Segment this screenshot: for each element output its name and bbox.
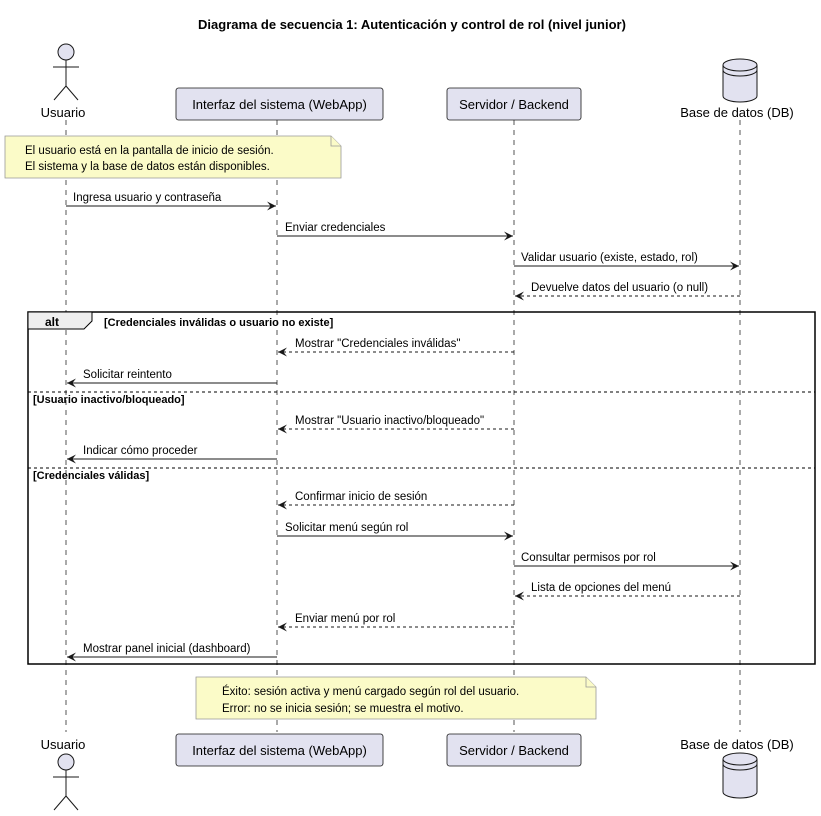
message: Solicitar reintento — [67, 369, 277, 388]
message-label: Devuelve datos del usuario (o null) — [531, 282, 708, 294]
message: Mostrar "Credenciales inválidas" — [278, 338, 514, 357]
participant-webapp-label: Interfaz del sistema (WebApp) — [192, 97, 367, 112]
message-label: Ingresa usuario y contraseña — [73, 192, 222, 204]
database-db-label: Base de datos (DB) — [680, 105, 793, 120]
messages-pre: Ingresa usuario y contraseña Enviar cred… — [66, 192, 740, 301]
message-label: Mostrar panel inicial (dashboard) — [83, 643, 251, 655]
note-outcome-line-2: Error: no se inicia sesión; se muestra e… — [222, 703, 464, 715]
note-precondition-line-2: El sistema y la base de datos están disp… — [25, 161, 270, 173]
alt-guard-2: [Usuario inactivo/bloqueado] — [33, 394, 185, 406]
message-label: Confirmar inicio de sesión — [295, 491, 427, 503]
message-label: Enviar credenciales — [285, 222, 386, 234]
message: Ingresa usuario y contraseña — [66, 192, 276, 211]
message-label: Enviar menú por rol — [295, 613, 395, 625]
message: Validar usuario (existe, estado, rol) — [514, 252, 739, 271]
actor-icon — [53, 43, 79, 101]
actor-usuario-bottom: Usuario — [41, 737, 86, 811]
participants-bottom: Usuario Interfaz del sistema (WebApp) Se… — [41, 733, 794, 811]
message: Solicitar menú según rol — [277, 522, 513, 541]
participant-backend-label: Servidor / Backend — [459, 743, 569, 758]
participant-backend-top: Servidor / Backend — [446, 87, 582, 121]
message-label: Mostrar "Credenciales inválidas" — [295, 338, 460, 350]
actor-usuario-top: Usuario — [41, 43, 86, 120]
participants-top: Usuario Interfaz del sistema (WebApp) Se… — [41, 43, 794, 121]
diagram-title: Diagrama de secuencia 1: Autenticación y… — [198, 17, 626, 32]
participant-webapp-top: Interfaz del sistema (WebApp) — [175, 87, 384, 121]
database-db-label: Base de datos (DB) — [680, 737, 793, 752]
alt-guard-1: [Credenciales inválidas o usuario no exi… — [104, 317, 334, 329]
message: Indicar cómo proceder — [67, 445, 277, 464]
message: Consultar permisos por rol — [514, 552, 739, 571]
alt-fragment: alt [Credenciales inválidas o usuario no… — [27, 311, 816, 665]
message-label: Lista de opciones del menú — [531, 582, 671, 594]
note-precondition-line-1: El usuario está en la pantalla de inicio… — [25, 145, 274, 157]
message-label: Validar usuario (existe, estado, rol) — [521, 252, 698, 264]
database-icon — [722, 752, 758, 799]
note-outcome: Éxito: sesión activa y menú cargado segú… — [195, 676, 597, 720]
note-precondition: El usuario está en la pantalla de inicio… — [4, 135, 342, 179]
message: Devuelve datos del usuario (o null) — [515, 282, 740, 301]
database-db-top: Base de datos (DB) — [680, 58, 794, 120]
database-icon — [722, 58, 758, 103]
participant-backend-bottom: Servidor / Backend — [446, 733, 582, 767]
message-label: Solicitar menú según rol — [285, 522, 408, 534]
message: Mostrar "Usuario inactivo/bloqueado" — [278, 415, 514, 434]
alt-guard-3: [Credenciales válidas] — [33, 470, 150, 482]
message: Enviar menú por rol — [278, 613, 514, 632]
message-label: Consultar permisos por rol — [521, 552, 656, 564]
note-outcome-line-1: Éxito: sesión activa y menú cargado segú… — [222, 685, 519, 698]
message-label: Solicitar reintento — [83, 369, 172, 381]
message-label: Indicar cómo proceder — [83, 445, 198, 457]
alt-keyword: alt — [45, 315, 59, 329]
message: Enviar credenciales — [277, 222, 513, 241]
database-db-bottom: Base de datos (DB) — [680, 737, 794, 799]
participant-webapp-label: Interfaz del sistema (WebApp) — [192, 743, 367, 758]
message-label: Mostrar "Usuario inactivo/bloqueado" — [295, 415, 484, 427]
lifelines — [65, 120, 741, 732]
actor-usuario-label: Usuario — [41, 737, 86, 752]
participant-backend-label: Servidor / Backend — [459, 97, 569, 112]
message: Confirmar inicio de sesión — [278, 491, 514, 510]
participant-webapp-bottom: Interfaz del sistema (WebApp) — [175, 733, 384, 767]
message: Lista de opciones del menú — [515, 582, 740, 601]
actor-usuario-label: Usuario — [41, 105, 86, 120]
message: Mostrar panel inicial (dashboard) — [67, 643, 277, 662]
actor-icon — [53, 753, 79, 811]
